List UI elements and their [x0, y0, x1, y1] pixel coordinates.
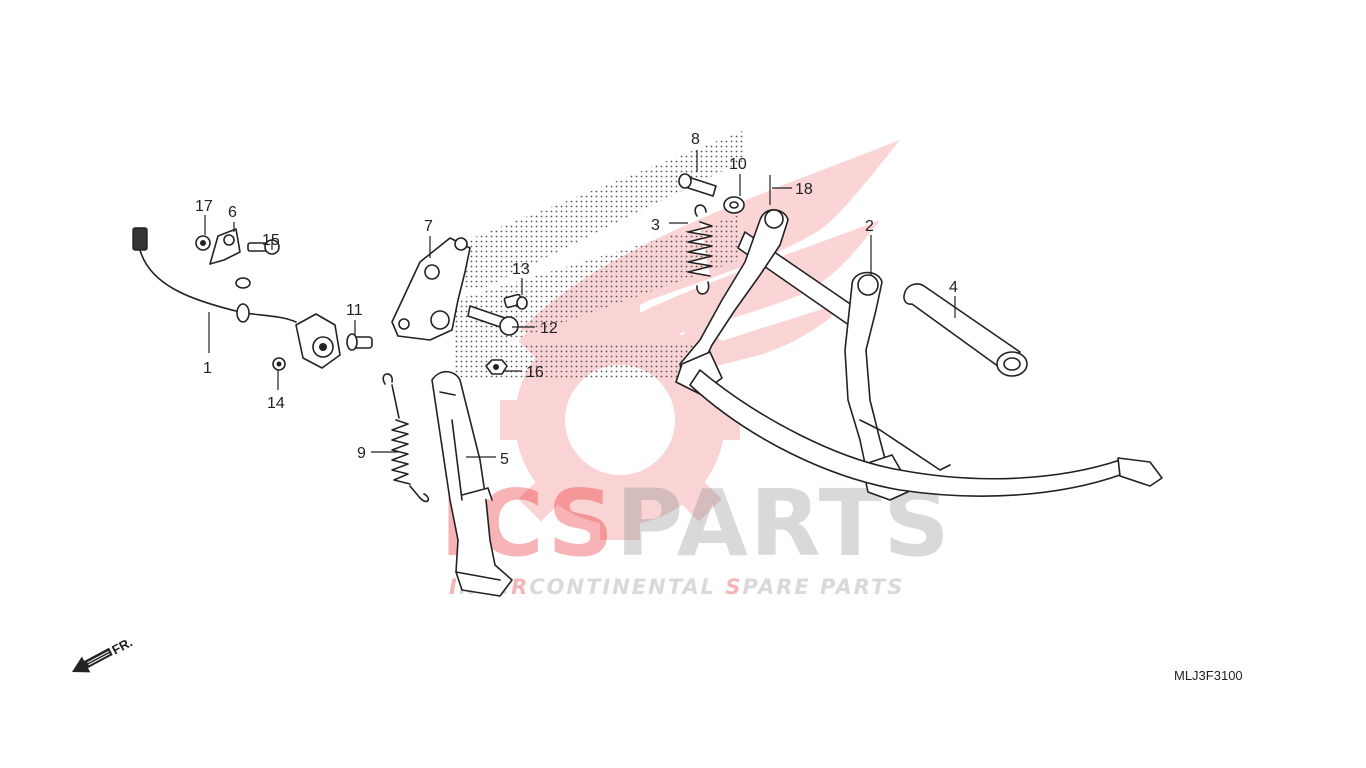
front-arrow-icon — [72, 647, 113, 673]
part-4-pipe[interactable] — [903, 283, 1028, 377]
callout-13[interactable]: 13 — [512, 261, 530, 278]
callout-15[interactable]: 15 — [262, 232, 280, 249]
callout-10[interactable]: 10 — [729, 156, 747, 173]
part-13-collar[interactable] — [503, 293, 528, 310]
callout-9[interactable]: 9 — [357, 445, 366, 462]
callout-16[interactable]: 16 — [526, 364, 544, 381]
callout-18[interactable]: 18 — [795, 181, 813, 198]
part-6-clip[interactable] — [209, 228, 241, 265]
callout-14[interactable]: 14 — [267, 395, 285, 412]
callout-4[interactable]: 4 — [949, 279, 958, 296]
callout-7[interactable]: 7 — [424, 218, 433, 235]
watermark-tagline-piece: CONTINENTAL — [529, 575, 725, 599]
watermark-tagline-piece: R — [511, 575, 529, 599]
callout-12[interactable]: 12 — [540, 320, 558, 337]
part-3-spring[interactable] — [687, 204, 713, 295]
callout-3[interactable]: 3 — [651, 217, 660, 234]
callout-6[interactable]: 6 — [228, 204, 237, 221]
callout-8[interactable]: 8 — [691, 131, 700, 148]
watermark-tagline-piece: I — [449, 575, 459, 599]
callout-1[interactable]: 1 — [203, 360, 212, 377]
callout-17[interactable]: 17 — [195, 198, 213, 215]
diagram-code: MLJ3F3100 — [1174, 668, 1243, 683]
watermark-tagline-piece: S — [725, 575, 742, 599]
leader-lines — [204, 150, 956, 458]
front-direction-label: FR. — [109, 634, 135, 657]
callout-2[interactable]: 2 — [865, 218, 874, 235]
front-direction-indicator: FR. — [72, 634, 135, 673]
dotted-band-upper — [455, 130, 745, 290]
callout-5[interactable]: 5 — [500, 451, 509, 468]
part-7-bracket[interactable] — [391, 237, 471, 341]
part-14-nut[interactable] — [272, 357, 286, 371]
watermark-tagline-piece: PARE PARTS — [743, 575, 905, 599]
part-8-bolt[interactable] — [678, 173, 717, 197]
part-12-bolt[interactable] — [467, 305, 519, 336]
part-2-main-stand[interactable] — [675, 209, 1163, 501]
part-16-nut[interactable] — [485, 359, 508, 375]
part-17-nut[interactable] — [195, 235, 211, 251]
part-1-side-stand-switch[interactable] — [132, 227, 341, 369]
watermark-tagline: INTERCONTINENTAL SPARE PARTS — [449, 575, 904, 599]
dotted-band-middle — [455, 215, 740, 345]
callouts: 1 2 3 4 5 6 7 8 9 10 11 12 13 14 15 16 1… — [195, 131, 958, 468]
part-10-washer[interactable] — [723, 196, 745, 214]
part-9-spring[interactable] — [382, 373, 430, 503]
part-11-pin[interactable] — [346, 333, 373, 351]
part-5-side-stand[interactable] — [431, 370, 513, 597]
callout-11[interactable]: 11 — [346, 302, 363, 319]
